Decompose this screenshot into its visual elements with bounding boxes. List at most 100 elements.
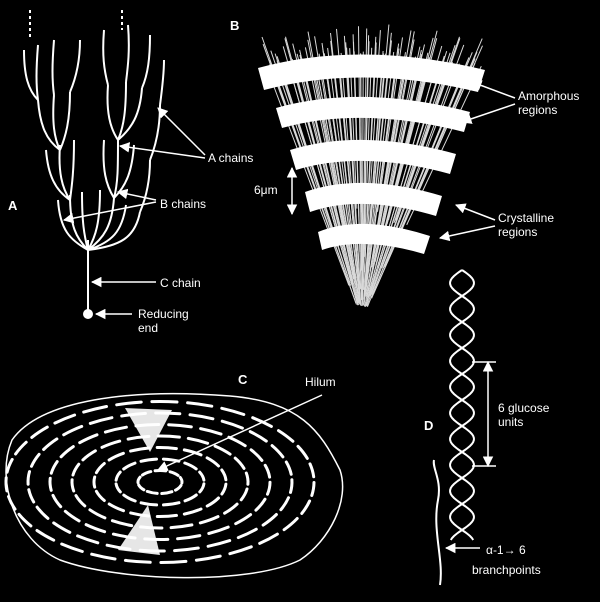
growth-ring-segment [51, 493, 63, 509]
crystalline-ray [361, 51, 364, 301]
growth-ring-segment [35, 505, 50, 520]
growth-ring-segment [141, 470, 153, 477]
c-chain-label: C chain [160, 276, 201, 290]
growth-ring-segment [103, 425, 128, 434]
growth-ring-segment [174, 483, 183, 492]
growth-ring-segment [94, 489, 106, 502]
growth-ring-segment [74, 494, 87, 508]
growth-ring-segment [159, 559, 188, 564]
panel-a-amylopectin [23, 10, 165, 319]
six-glucose-label-2: units [498, 415, 523, 429]
growth-ring-segment [107, 451, 125, 462]
growth-ring-segment [71, 462, 81, 477]
crystalline-ray [363, 36, 377, 290]
growth-ring-segment [137, 483, 146, 492]
crystalline-ray [361, 41, 370, 306]
growth-ring-segment [282, 517, 299, 532]
growth-ring-segment [178, 476, 184, 485]
growth-ring-segment [234, 513, 253, 526]
granule-outline [5, 392, 344, 579]
helix-strand-1 [449, 269, 475, 541]
growth-ring-segment [206, 539, 232, 548]
growth-ring-segment [277, 429, 295, 443]
panel-d-double-helix [432, 269, 475, 586]
growth-ring-segment [7, 495, 17, 511]
branchpoint-label-1: α-1→ 6 [486, 543, 526, 557]
growth-ring-segment [52, 521, 72, 534]
growth-ring-segment [270, 444, 285, 459]
growth-ring-segment [139, 501, 159, 507]
hilum-tuft-top [125, 408, 172, 452]
hilum-tuft-bottom [118, 505, 160, 555]
crystalline-label-2: regions [498, 225, 537, 239]
growth-ring-segment [14, 440, 28, 456]
growth-ring-segment [122, 461, 137, 471]
growth-ring-segment [182, 507, 203, 516]
growth-ring-segment [296, 444, 309, 460]
growth-ring-segment [249, 448, 264, 462]
crystalline-ray [299, 54, 359, 306]
growth-ring-segment [30, 452, 41, 468]
crystalline-ray [269, 59, 357, 305]
growth-ring-segment [35, 529, 56, 542]
amorphous-band-4 [305, 182, 442, 216]
growth-ring-segment [114, 482, 122, 494]
growth-ring-segment [258, 532, 279, 545]
growth-ring-segment [136, 475, 142, 485]
growth-ring-segment [63, 509, 81, 523]
growth-ring-segment [156, 434, 181, 439]
panel-d-label: D [424, 418, 433, 433]
growth-ring-segment [254, 497, 267, 512]
growth-ring-segment [26, 470, 31, 486]
amorphous-label-1: Amorphous [518, 89, 579, 103]
panel-a-label: A [8, 198, 18, 213]
reducing-end-dot [83, 309, 93, 319]
growth-ring-segment [198, 515, 220, 525]
growth-ring-segment [92, 475, 97, 489]
reducing-end-label-2: end [138, 321, 158, 335]
growth-ring-segment [122, 493, 137, 503]
crystalline-arrows [438, 203, 496, 242]
growth-ring-segment [205, 496, 220, 508]
growth-ring-segment [110, 519, 134, 528]
growth-ring-segment [236, 527, 258, 540]
growth-ring-segment [263, 463, 272, 479]
growth-ring-segment [48, 476, 53, 492]
amorphous-band-2 [276, 96, 470, 132]
growth-ring-segment [284, 460, 293, 476]
growth-ring-segment [53, 413, 77, 425]
growth-ring-segment [88, 416, 114, 425]
growth-ring-segment [198, 482, 206, 494]
amorphous-arrows [461, 80, 516, 124]
b-chains-arrows [62, 188, 157, 224]
growth-ring-segment [162, 501, 181, 507]
amorphous-band-3 [290, 139, 456, 174]
crystalline-ray [265, 66, 350, 286]
growth-ring-segment [5, 457, 14, 474]
growth-ring-segment [81, 449, 97, 462]
growth-ring-segment [115, 400, 143, 407]
growth-ring-segment [94, 462, 106, 475]
growth-ring-segment [244, 471, 250, 486]
panel-b-label: B [230, 18, 239, 33]
growth-ring-segment [248, 430, 268, 443]
crystalline-ray [291, 58, 359, 304]
crystalline-ray [301, 58, 337, 208]
growth-ring-segment [186, 436, 210, 445]
growth-ring-segment [160, 490, 174, 495]
helix-strand-2 [449, 269, 475, 541]
side-chain [432, 459, 442, 586]
amorphous-label-2: regions [518, 103, 557, 117]
growth-ring-segment [150, 399, 179, 404]
growth-ring-segment [199, 427, 223, 436]
growth-ring-segment [70, 478, 76, 493]
growth-ring-segment [78, 433, 99, 445]
growth-ring-segment [227, 435, 247, 448]
growth-ring-segment [129, 446, 151, 453]
growth-ring-segment [220, 468, 228, 482]
growth-ring-segment [239, 487, 249, 502]
growth-ring-segment [266, 480, 272, 496]
branchpoint-label-2: branchpoints [472, 563, 541, 577]
growth-ring-segment [49, 460, 59, 475]
